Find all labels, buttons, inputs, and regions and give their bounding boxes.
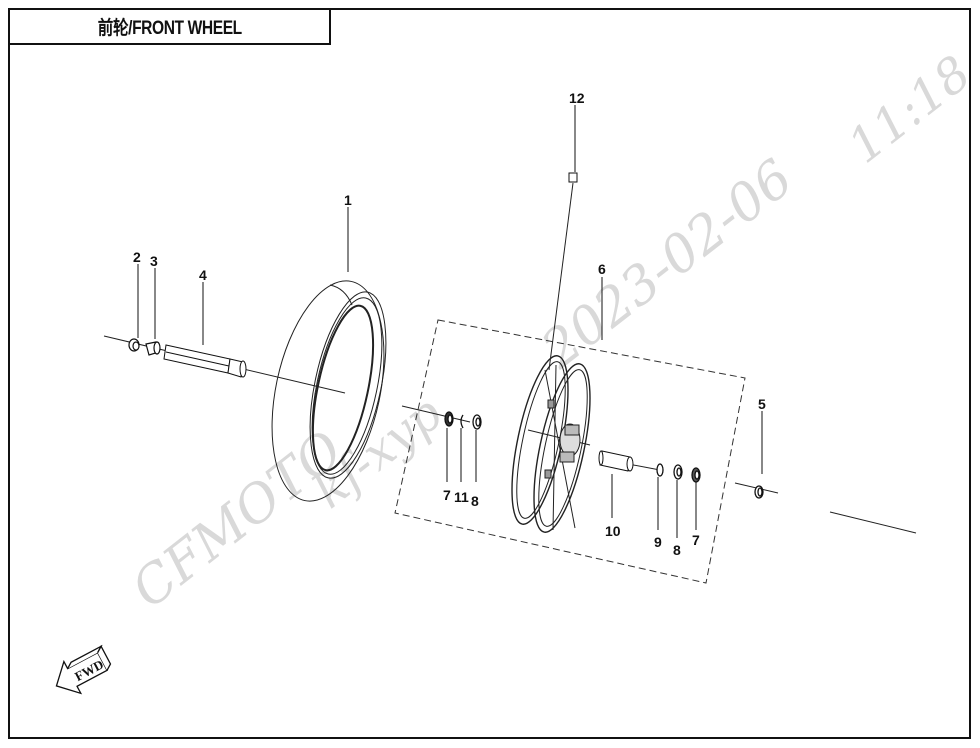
callout-9: 9 [654, 534, 662, 550]
wheel-rim-part [511, 355, 591, 533]
leader-lines [137, 105, 763, 538]
callout-4: 4 [199, 267, 207, 283]
callout-5: 5 [758, 396, 766, 412]
watermark-date: 2023-02-06 [530, 148, 804, 380]
callout-8-left: 8 [471, 493, 479, 509]
watermark: CFMOTO kf-xyp 2023-02-06 11:18 [121, 45, 980, 620]
callout-6: 6 [598, 261, 606, 277]
forward-arrow-icon: FWD [55, 644, 112, 695]
callout-11: 11 [454, 489, 469, 505]
axle-nut-part [128, 338, 140, 352]
callout-labels: 1 2 3 4 5 6 7 11 8 10 9 8 7 12 [133, 90, 766, 558]
collar-part [145, 341, 161, 356]
callout-12: 12 [569, 90, 585, 106]
page-title: 前轮/FRONT WHEEL [97, 18, 242, 39]
callout-7-left: 7 [443, 487, 451, 503]
valve-stem-part [548, 172, 578, 371]
callout-3: 3 [150, 253, 158, 269]
callout-2: 2 [133, 249, 141, 265]
title-box: 前轮/FRONT WHEEL [8, 8, 331, 45]
distance-collar-part [598, 450, 634, 472]
callout-10: 10 [605, 523, 621, 539]
callout-1: 1 [344, 192, 352, 208]
callout-7-right: 7 [692, 532, 700, 548]
front-axle-part [163, 344, 247, 378]
right-bearing-set [656, 463, 701, 483]
left-bearing-set [444, 411, 482, 430]
watermark-time: 11:18 [838, 45, 980, 174]
right-collar-part [754, 485, 764, 499]
callout-8-right: 8 [673, 542, 681, 558]
watermark-brand: CFMOTO [121, 420, 354, 621]
assembly-boundary-box [394, 319, 746, 584]
drawing-frame [8, 8, 971, 739]
tire-part [271, 280, 387, 502]
